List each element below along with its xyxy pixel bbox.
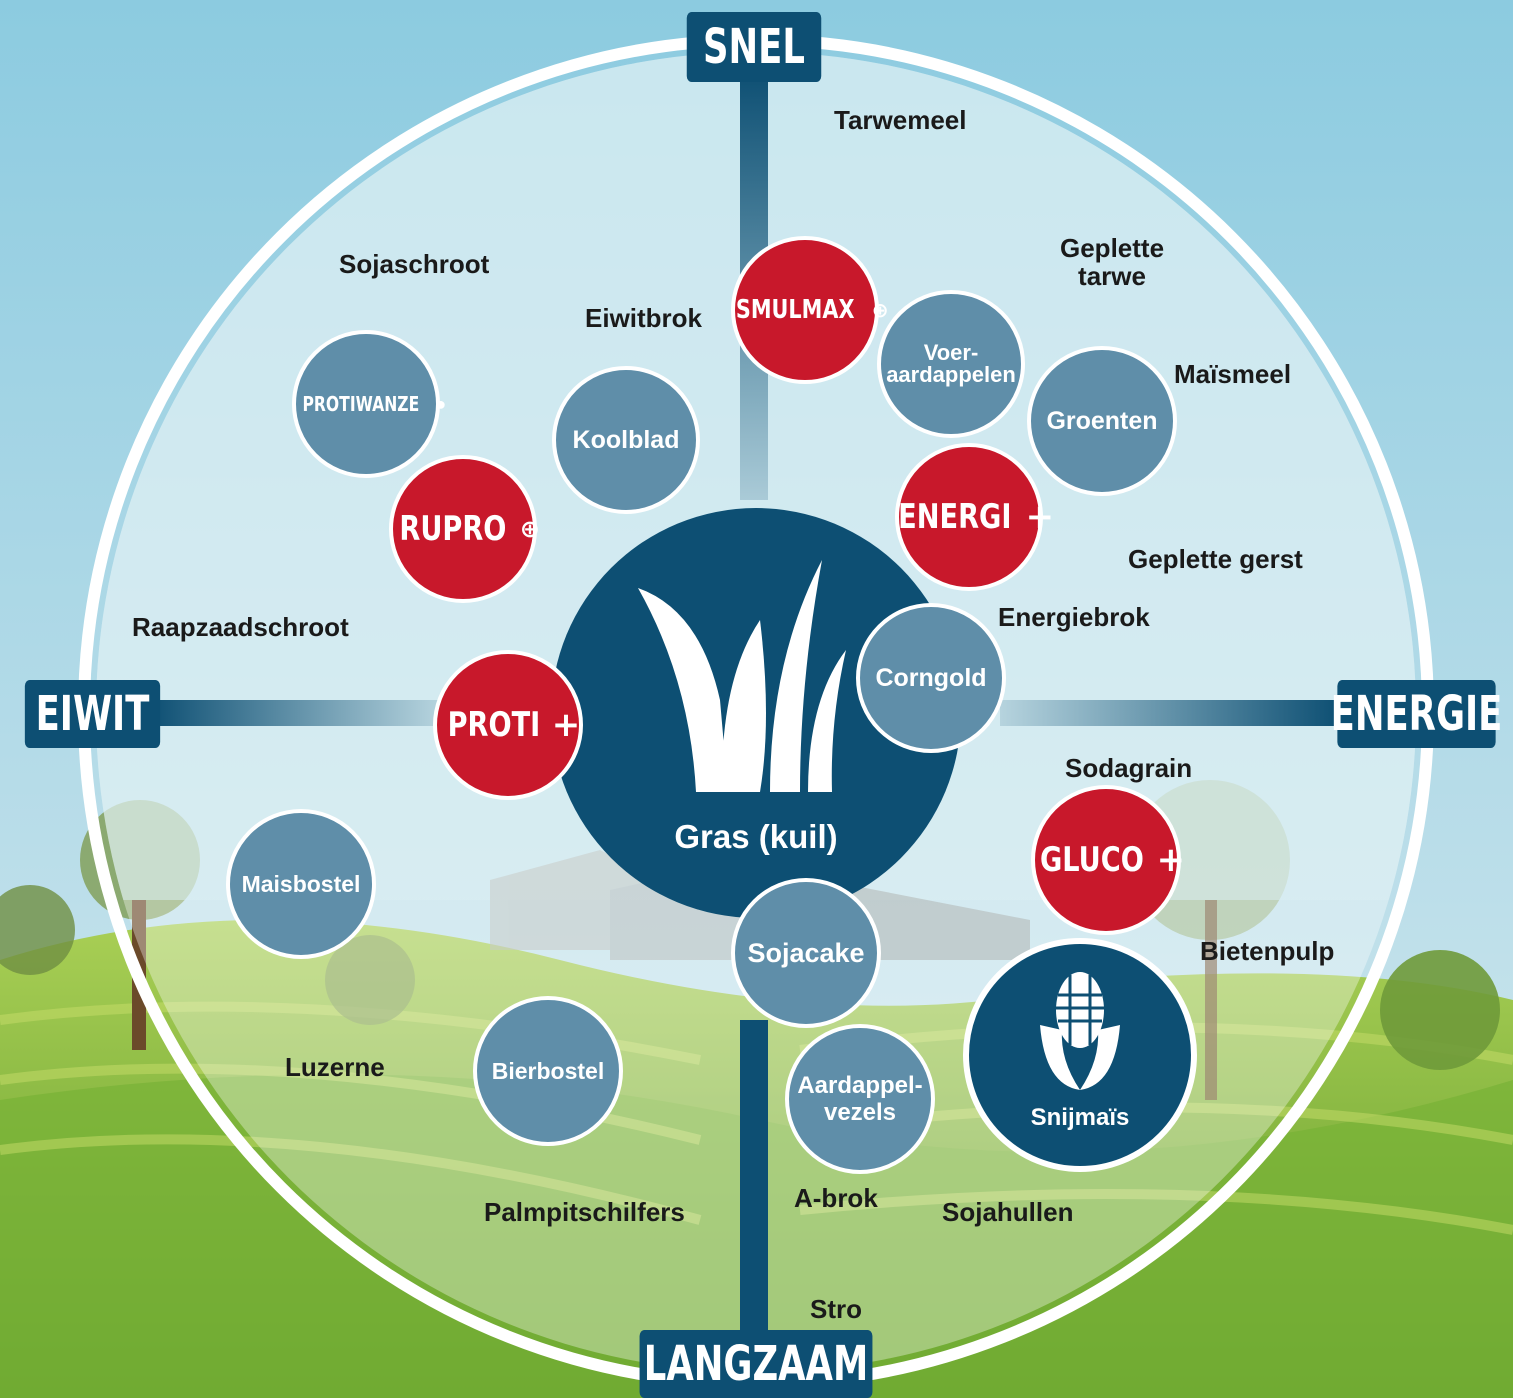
label-tarwemeel: Tarwemeel: [834, 105, 967, 135]
axis-label-snel: SNEL: [686, 12, 822, 82]
node-aardappelvezels: Aardappel- vezels: [785, 1024, 935, 1174]
grass-icon: [638, 560, 846, 792]
axis-line-bottom: [740, 1020, 768, 1350]
product-gluco-label: GLUCO: [1039, 840, 1144, 880]
label-eiwitbrok: Eiwitbrok: [585, 303, 703, 333]
node-corngold: Corngold: [856, 603, 1006, 753]
product-proti: PROTI+: [433, 650, 583, 800]
label-geplette-tarwe: Geplette tarwe: [1060, 234, 1164, 290]
snijmais-label: Snijmaïs: [1030, 1104, 1130, 1131]
label-a-brok: A-brok: [794, 1183, 878, 1213]
plus-icon: +: [551, 705, 581, 745]
center-label: Gras (kuil): [674, 818, 838, 855]
axis-label-langzaam: LANGZAAM: [639, 1330, 873, 1398]
product-smulmax: SMULMAX ⊕: [731, 236, 889, 384]
product-rupro-label: RUPRO: [399, 509, 507, 549]
axis-line-right: [1000, 700, 1340, 726]
node-maisbostel: Maisbostel: [226, 809, 376, 959]
node-voeraardappelen-line2: aardappelen: [886, 362, 1016, 387]
product-gluco: GLUCO +: [1031, 785, 1185, 935]
label-geplette-gerst: Geplette gerst: [1128, 544, 1303, 574]
label-maismeel: Maïsmeel: [1174, 359, 1292, 389]
product-energi: ENERGI +: [895, 443, 1054, 591]
label-sojaschroot: Sojaschroot: [339, 249, 490, 279]
node-aardappelvezels-line2: vezels: [823, 1099, 897, 1126]
product-smulmax-label: SMULMAX: [736, 295, 855, 325]
axis-line-left: [150, 700, 440, 726]
axis-label-energie: ENERGIE: [1331, 680, 1502, 748]
product-protiwanze-label: PROTIWANZE: [302, 392, 419, 416]
label-energiebrok: Energiebrok: [998, 602, 1150, 632]
node-groenten: Groenten: [1027, 346, 1177, 496]
node-koolblad: Koolblad: [552, 366, 700, 514]
plus-drop-icon: ⊕: [519, 515, 540, 543]
drop-icon: ●: [435, 394, 447, 414]
label-sojahullen: Sojahullen: [942, 1197, 1074, 1227]
label-bietenpulp: Bietenpulp: [1200, 936, 1335, 966]
snijmais-circle: [963, 938, 1197, 1172]
product-protiwanze: PROTIWANZE ●: [292, 330, 446, 478]
node-sojacake: Sojacake: [731, 878, 881, 1028]
product-proti-label: PROTI: [447, 705, 541, 745]
label-geplette-tarwe-line2: tarwe: [1078, 261, 1146, 291]
node-aardappelvezels-line1: Aardappel-: [797, 1072, 923, 1099]
plus-drop-icon: ⊕: [871, 298, 889, 322]
product-energi-label: ENERGI: [898, 497, 1012, 537]
plus-icon: +: [1025, 497, 1055, 537]
product-rupro: RUPRO ⊕: [389, 455, 540, 603]
label-geplette-tarwe-line1: Geplette: [1060, 233, 1165, 263]
node-bierbostel: Bierbostel: [473, 996, 623, 1146]
node-voeraardappelen-line1: Voer-: [923, 340, 979, 365]
label-stro: Stro: [810, 1294, 862, 1324]
label-palmpitschilfers: Palmpitschilfers: [484, 1197, 685, 1227]
node-voeraardappelen: Voer- aardappelen: [877, 290, 1025, 438]
plus-icon: +: [1156, 840, 1186, 880]
label-luzerne: Luzerne: [285, 1052, 385, 1082]
label-raapzaadschroot: Raapzaadschroot: [132, 612, 349, 642]
label-sodagrain: Sodagrain: [1065, 753, 1193, 783]
axis-label-eiwit: EIWIT: [24, 680, 161, 748]
corn-icon: [1040, 972, 1120, 1090]
